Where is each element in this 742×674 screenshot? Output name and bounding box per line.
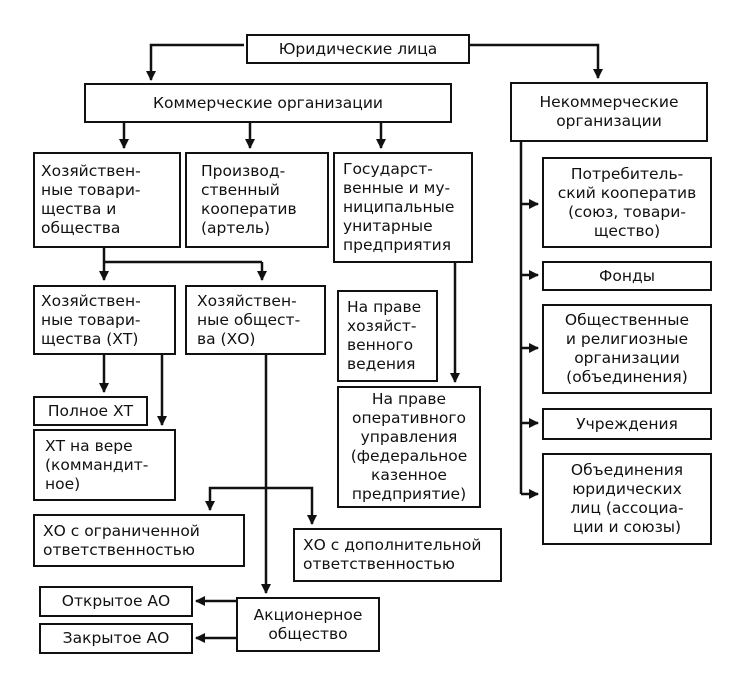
limited-partnership-label: ХТ на вере (коммандит- ное) [45,436,149,493]
consumer-coop-node: Потребитель- ский кооператив (союз, това… [542,157,712,248]
closed-jsc-label: Закрытое АО [62,629,170,647]
partnerships-xt-node: Хозяйствен- ные товари- щества (ХТ) [33,285,176,355]
public-religious-node: Общественные и религиозные организации (… [542,304,712,394]
arrow-root-to-noncommercial [470,43,603,79]
operative-management-node: На праве оперативного управления (федера… [337,386,481,508]
arrow-xo-to-llc [205,486,266,511]
production-coop-label: Производ- ственный кооператив (артель) [201,162,297,237]
root-node: Юридические лица [246,34,470,64]
unitary-enterprises-label: Государст- венные и му- ниципальные унит… [343,160,455,254]
root-node-label: Юридические лица [278,39,438,58]
open-jsc-label: Открытое АО [61,592,171,610]
llc-label: ХО с ограниченной ответственностью [43,521,200,559]
unitary-enterprises-node: Государст- венные и му- ниципальные унит… [333,152,473,263]
institutions-node: Учреждения [542,408,712,440]
full-partnership-node: Полное ХТ [33,396,148,426]
llc-node: ХО с ограниченной ответственностью [33,514,245,567]
economic-management-node: На праве хозяйст- венного ведения [337,290,438,382]
economic-partnerships-and-societies-node: Хозяйствен- ные товари- щества и обществ… [33,152,181,248]
economic-partnerships-and-societies-label: Хозяйствен- ные товари- щества и обществ… [41,162,141,237]
associations-node: Объединения юридических лиц (ассоциа- ци… [542,453,712,545]
commercial-node: Коммерческие организации [84,83,452,123]
commercial-node-label: Коммерческие организации [153,93,383,112]
institutions-label: Учреждения [576,414,678,433]
alc-label: ХО с дополнительной ответственностью [303,536,482,573]
consumer-coop-label: Потребитель- ский кооператив (союз, това… [557,164,697,240]
foundations-node: Фонды [542,261,712,291]
full-partnership-label: Полное ХТ [47,401,134,420]
societies-xo-label: Хозяйствен- ные общест- ва (ХО) [197,291,301,348]
noncommercial-node-label: Некоммерческие организации [539,93,679,130]
arrow-xo-to-alc [266,486,317,525]
associations-label: Объединения юридических лиц (ассоциа- ци… [570,461,684,536]
limited-partnership-node: ХТ на вере (коммандит- ное) [33,429,176,501]
alc-node: ХО с дополнительной ответственностью [293,528,502,582]
joint-stock-node: Акционерное общество [236,597,380,652]
public-religious-label: Общественные и религиозные организации (… [564,311,690,386]
operative-management-label: На праве оперативного управления (федера… [350,390,468,503]
open-jsc-node: Открытое АО [39,586,193,617]
noncommercial-node: Некоммерческие организации [510,82,708,142]
societies-xo-node: Хозяйствен- ные общест- ва (ХО) [185,285,326,355]
foundations-label: Фонды [599,266,655,285]
arrow-root-to-commercial [146,43,244,81]
closed-jsc-node: Закрытое АО [39,623,193,654]
partnerships-xt-label: Хозяйствен- ные товари- щества (ХТ) [41,291,141,348]
joint-stock-label: Акционерное общество [253,605,363,643]
economic-management-label: На праве хозяйст- венного ведения [347,298,422,373]
production-coop-node: Производ- ственный кооператив (артель) [185,152,329,248]
